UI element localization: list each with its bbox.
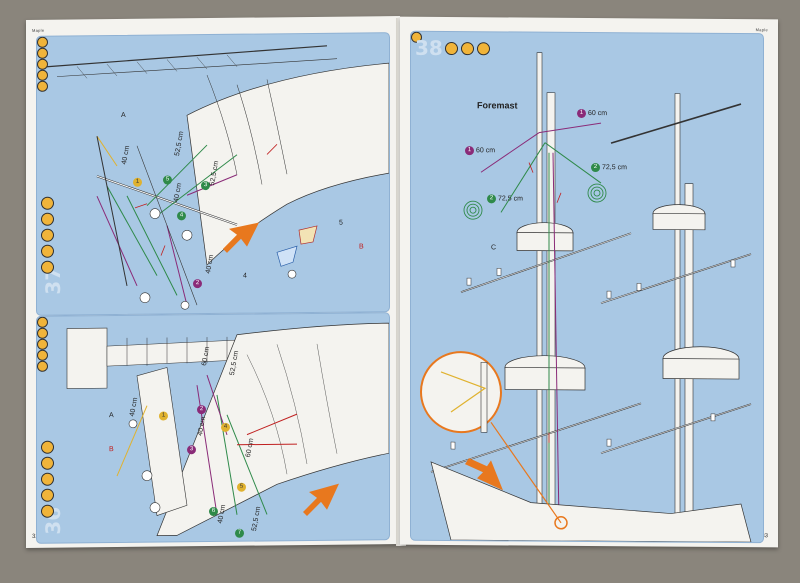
measure-badge: 4 — [177, 211, 186, 221]
measure-label: 72,5 cm — [602, 164, 627, 172]
measure-badge: 6 — [209, 506, 218, 517]
step-38-drawing — [420, 52, 752, 543]
label-b: B — [359, 243, 364, 251]
glue-icon — [41, 456, 54, 470]
step-36-tool-icons — [41, 440, 54, 518]
glue-icon — [477, 42, 490, 56]
foremast-title: Foremast — [477, 100, 518, 111]
left-header: Maple — [32, 27, 45, 33]
step-38-panel: 38 Foremast 1 60 cm 1 60 cm 2 72,5 cm 2 … — [410, 30, 764, 544]
right-header: Maple — [755, 27, 768, 33]
measure-badge: 2 — [193, 279, 202, 289]
measure-badge: 7 — [235, 528, 244, 538]
glue-icon — [445, 41, 458, 56]
step-37-tool-icons — [41, 196, 54, 274]
measure-badge: 5 — [237, 482, 246, 492]
measure-badge: 1 — [577, 108, 586, 118]
step-36-panel: 36 A B 1 40 cm 2 60 cm 3 40 cm 4 52,5 cm… — [36, 312, 390, 544]
measure-badge: 2 — [591, 163, 600, 173]
label-b: B — [109, 446, 114, 454]
glue-icon — [461, 42, 474, 56]
measure-label: 60 cm — [588, 109, 608, 118]
glue-icon — [41, 488, 54, 502]
glue-icon — [41, 472, 54, 486]
measure-badge: 4 — [221, 422, 230, 432]
label-5: 5 — [339, 219, 343, 227]
measure-badge: 1 — [159, 411, 168, 421]
measure-label: 72,5 cm — [498, 195, 523, 203]
glue-icon — [41, 260, 54, 274]
glue-icon — [41, 196, 54, 210]
measure-badge: 2 — [197, 405, 206, 415]
label-4: 4 — [243, 272, 247, 280]
measure-badge: 1 — [465, 146, 474, 156]
label-a: A — [109, 412, 114, 420]
measure-badge: 1 — [133, 177, 142, 187]
step-37-drawing — [46, 45, 389, 310]
measure-label: 60 cm — [476, 147, 496, 155]
label-c: C — [491, 244, 497, 252]
glue-icon — [41, 440, 54, 454]
right-page: Maple 33 — [400, 16, 778, 548]
glue-icon — [41, 244, 54, 258]
measure-badge: 2 — [487, 194, 496, 204]
glue-icon — [41, 504, 54, 518]
step-36-drawing — [66, 322, 389, 536]
measure-badge: 3 — [187, 445, 196, 455]
step-38-number: 38 — [415, 35, 443, 60]
left-page: Maple 3 2 — [26, 16, 400, 548]
glue-icon — [41, 228, 54, 242]
step-37-panel: 37 A B 4 5 5 52,5 cm 4 40 cm 3 52,5 cm 2… — [36, 32, 390, 316]
measure-badge: 5 — [163, 175, 172, 185]
label-a: A — [121, 111, 126, 119]
glue-icon — [41, 212, 54, 226]
